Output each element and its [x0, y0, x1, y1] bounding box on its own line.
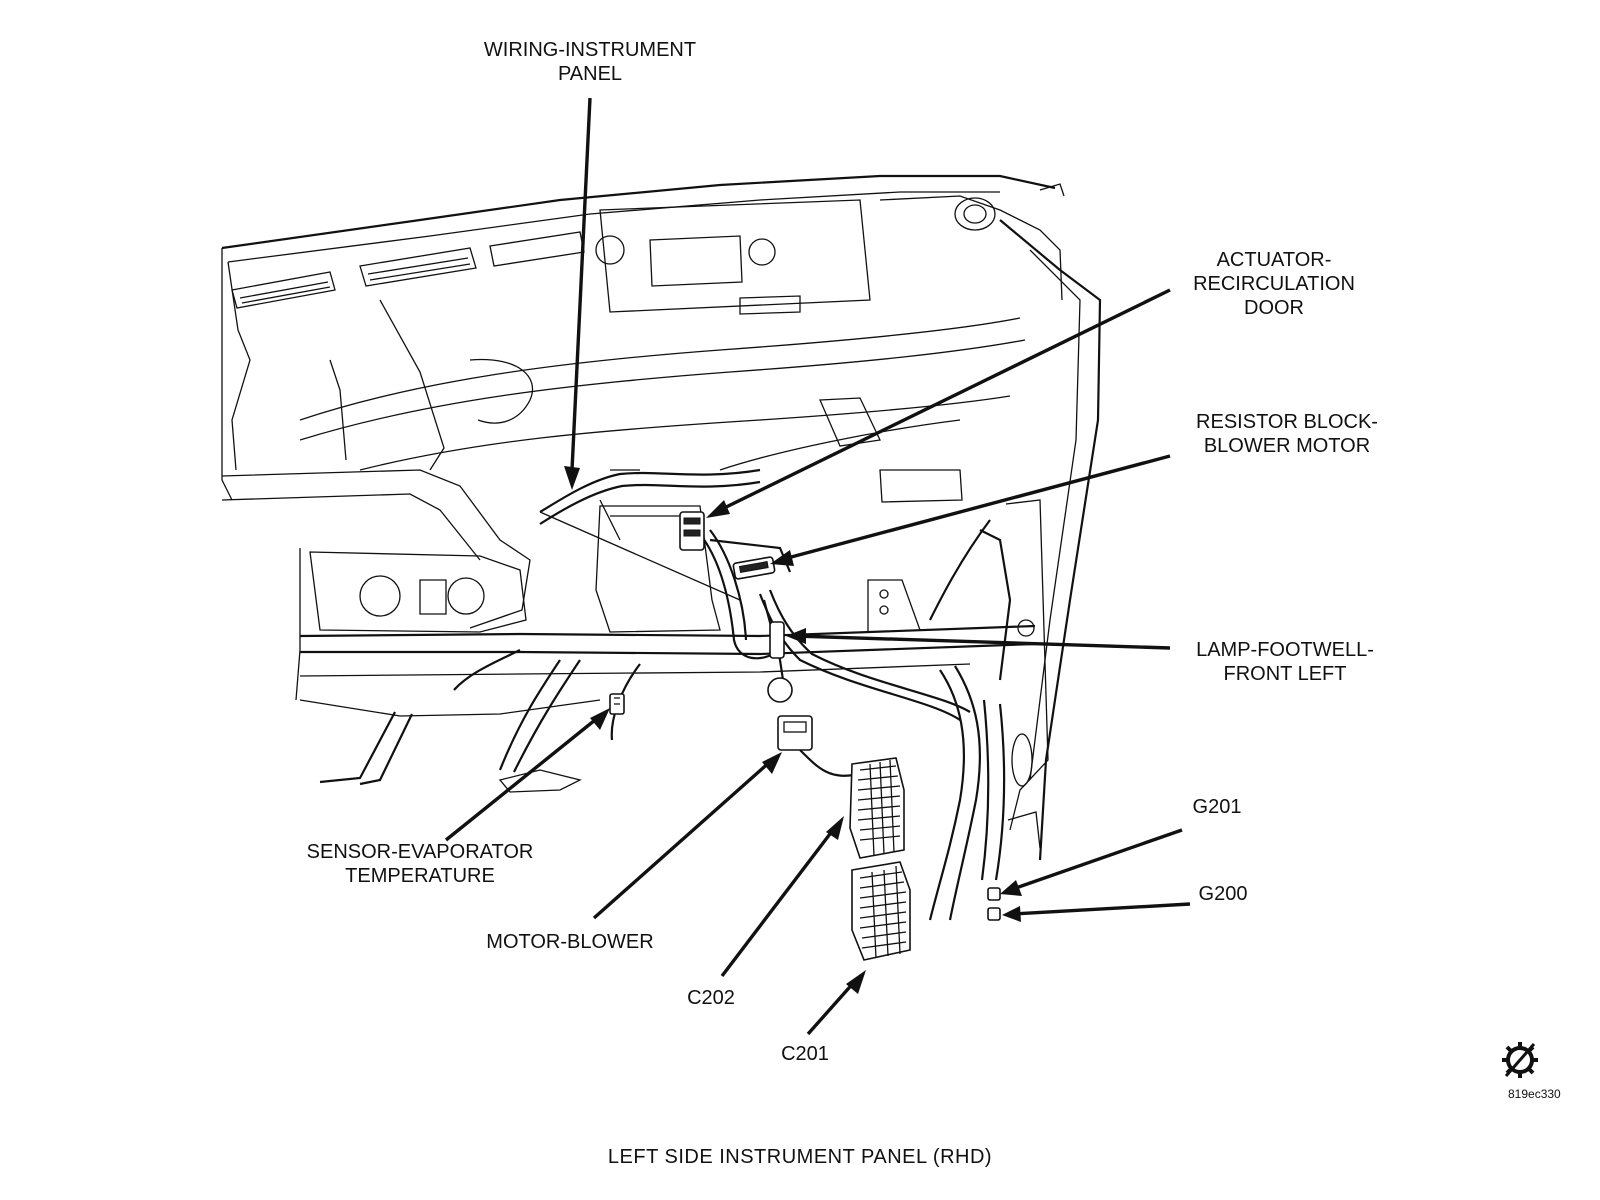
label-sensor-evaporator-temperature: SENSOR-EVAPORATOR TEMPERATURE — [285, 840, 555, 888]
label-line: RESISTOR BLOCK- — [1196, 411, 1378, 433]
label-line: ACTUATOR- — [1216, 249, 1332, 271]
motor-blower-connector — [777, 715, 813, 751]
label-lamp-footwell-front-left: LAMP-FOOTWELL- FRONT LEFT — [1176, 638, 1394, 686]
label-line: BLOWER MOTOR — [1203, 435, 1371, 457]
label-line: DOOR — [1244, 297, 1304, 319]
label-actuator-recirculation-door: ACTUATOR- RECIRCULATION DOOR — [1176, 248, 1372, 320]
label-line: C201 — [781, 1043, 829, 1065]
g200-ground — [987, 907, 1001, 921]
label-line: G200 — [1198, 883, 1248, 905]
label-line: LAMP-FOOTWELL- — [1196, 639, 1374, 661]
evaporator-sensor-part — [609, 693, 625, 715]
label-line: C202 — [687, 987, 735, 1009]
service-symbol-icon — [1502, 1042, 1538, 1078]
label-c202: C202 — [676, 986, 746, 1010]
figure-id: 819ec330 — [1508, 1087, 1561, 1101]
lamp-footwell-part — [767, 621, 793, 703]
label-resistor-block-blower-motor: RESISTOR BLOCK- BLOWER MOTOR — [1178, 410, 1396, 458]
leader-lines — [444, 97, 1191, 1036]
label-wiring-instrument-panel: WIRING-INSTRUMENT PANEL — [470, 38, 710, 86]
c201-connector — [851, 861, 911, 961]
label-line: PANEL — [557, 63, 623, 85]
label-line: MOTOR-BLOWER — [486, 931, 654, 953]
c202-connector — [849, 757, 905, 859]
figure-caption: LEFT SIDE INSTRUMENT PANEL (RHD) — [607, 1146, 993, 1168]
label-c201: C201 — [770, 1042, 840, 1066]
label-line: TEMPERATURE — [345, 865, 495, 887]
label-line: FRONT LEFT — [1223, 663, 1347, 685]
g201-ground — [987, 887, 1001, 901]
label-g201: G201 — [1182, 795, 1252, 819]
actuator-recirculation-door-part — [679, 511, 705, 551]
resistor-block-part — [732, 556, 776, 580]
instrument-panel-body — [221, 174, 1102, 861]
label-motor-blower: MOTOR-BLOWER — [470, 930, 670, 954]
label-line: SENSOR-EVAPORATOR — [306, 841, 534, 863]
label-line: RECIRCULATION — [1193, 273, 1355, 295]
label-g200: G200 — [1188, 882, 1258, 906]
label-line: WIRING-INSTRUMENT — [483, 39, 697, 61]
label-line: G201 — [1192, 796, 1242, 818]
